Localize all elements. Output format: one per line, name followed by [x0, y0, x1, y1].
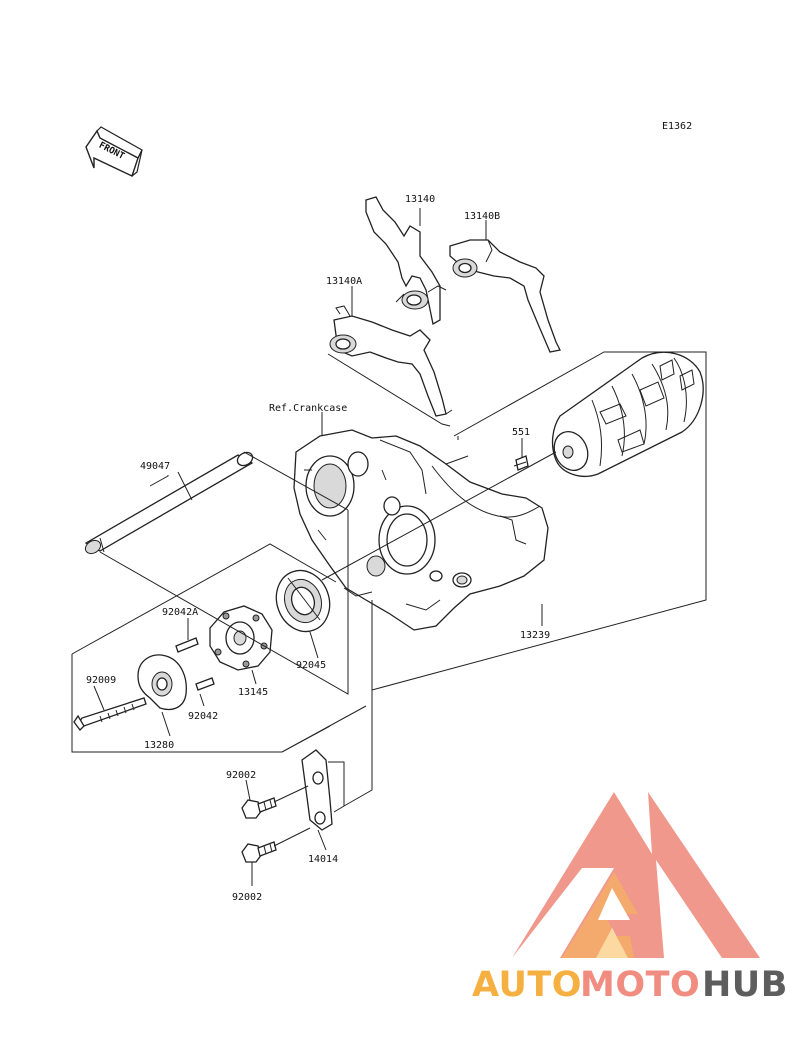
front-arrow-icon: FRONT [85, 126, 143, 177]
watermark-moto: MOTO [580, 965, 700, 1005]
label-14014: 14014 [308, 854, 338, 865]
diagram-code: E1362 [662, 121, 692, 132]
label-13280: 13280 [144, 740, 174, 751]
label-92002-lower: 92002 [232, 892, 262, 903]
label-13140: 13140 [405, 194, 435, 205]
label-92009: 92009 [86, 675, 116, 686]
crankcase-reference [293, 429, 549, 631]
drum-cam-13145 [209, 605, 273, 671]
bolt-92002-upper [241, 797, 277, 819]
watermark-wordmark: AUTO MOTO HUB [472, 965, 788, 1005]
stopper-14014 [301, 749, 333, 831]
pin-92042A [175, 637, 199, 653]
label-92042A: 92042A [162, 607, 198, 618]
label-13140A: 13140A [326, 276, 362, 287]
label-49047: 49047 [140, 461, 170, 472]
label-551: 551 [512, 427, 530, 438]
assembly-frame-lines [71, 351, 707, 847]
label-13140B: 13140B [464, 211, 500, 222]
label-13145: 13145 [238, 687, 268, 698]
label-92045: 92045 [296, 660, 326, 671]
leader-lines [93, 208, 543, 886]
screw-92009 [73, 697, 147, 731]
label-13239: 13239 [520, 630, 550, 641]
shift-shaft [84, 451, 254, 555]
watermark-logo [512, 792, 760, 958]
shift-drum [551, 351, 704, 477]
pin-92042 [195, 677, 215, 691]
shift-fork-13140B [449, 239, 561, 353]
watermark-hub: HUB [702, 965, 788, 1005]
label-92042: 92042 [188, 711, 218, 722]
bearing-92045 [275, 569, 331, 633]
bolt-92002-lower [241, 841, 277, 863]
shift-fork-13140A [329, 305, 447, 417]
label-92002-upper: 92002 [226, 770, 256, 781]
shift-fork-13140 [365, 196, 447, 326]
plate-13280 [137, 654, 187, 711]
label-ref-crankcase: Ref.Crankcase [269, 403, 347, 414]
watermark-auto: AUTO [472, 965, 582, 1005]
